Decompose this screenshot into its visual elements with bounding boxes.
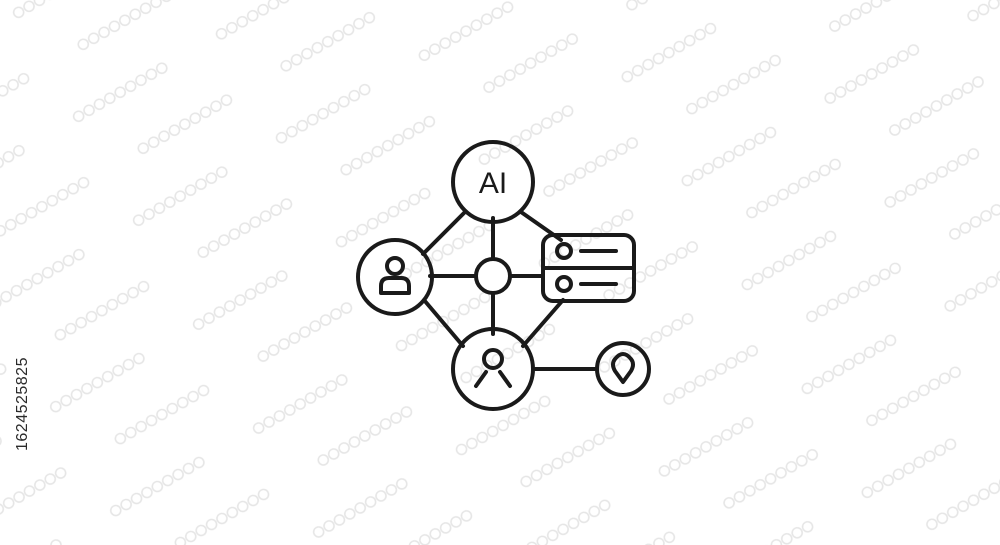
ai-network-icon: AI <box>356 140 651 411</box>
stock-id-watermark: 1624525825 <box>14 357 31 451</box>
ai-node <box>451 140 535 224</box>
network-hub-icon <box>474 257 512 295</box>
server-rack-icon <box>541 233 636 303</box>
person-icon <box>451 327 535 411</box>
map-pin-icon <box>595 341 651 397</box>
person-icon <box>356 238 434 316</box>
ai-label: AI <box>479 167 507 200</box>
